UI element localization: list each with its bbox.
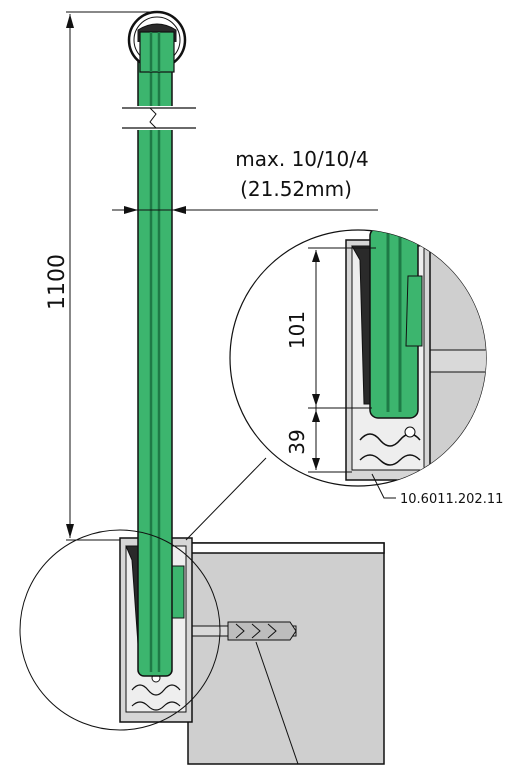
detail-depth-lower-label: 39	[285, 429, 309, 454]
concrete-slab	[187, 542, 385, 765]
glass-thickness-line1: max. 10/10/4	[235, 147, 368, 171]
dimension-total-height-label: 1100	[45, 254, 70, 310]
part-number-label: 10.6011.202.11	[400, 492, 503, 507]
dimension-glass-thickness: max. 10/10/4 (21.52mm)	[112, 147, 378, 214]
lower-detail-circle	[19, 529, 221, 731]
part-number-callout: 10.6011.202.11	[371, 473, 503, 507]
glass-thickness-line2: (21.52mm)	[240, 177, 352, 201]
dimension-total-height: 1100	[45, 11, 162, 541]
glass-panel	[120, 35, 196, 677]
detail-leader-line	[185, 457, 267, 541]
detail-circle	[229, 229, 487, 487]
anchor-leader-line	[255, 641, 299, 765]
dimension-detail-depth: 101 39	[285, 247, 376, 473]
detail-depth-upper-label: 101	[285, 311, 309, 349]
